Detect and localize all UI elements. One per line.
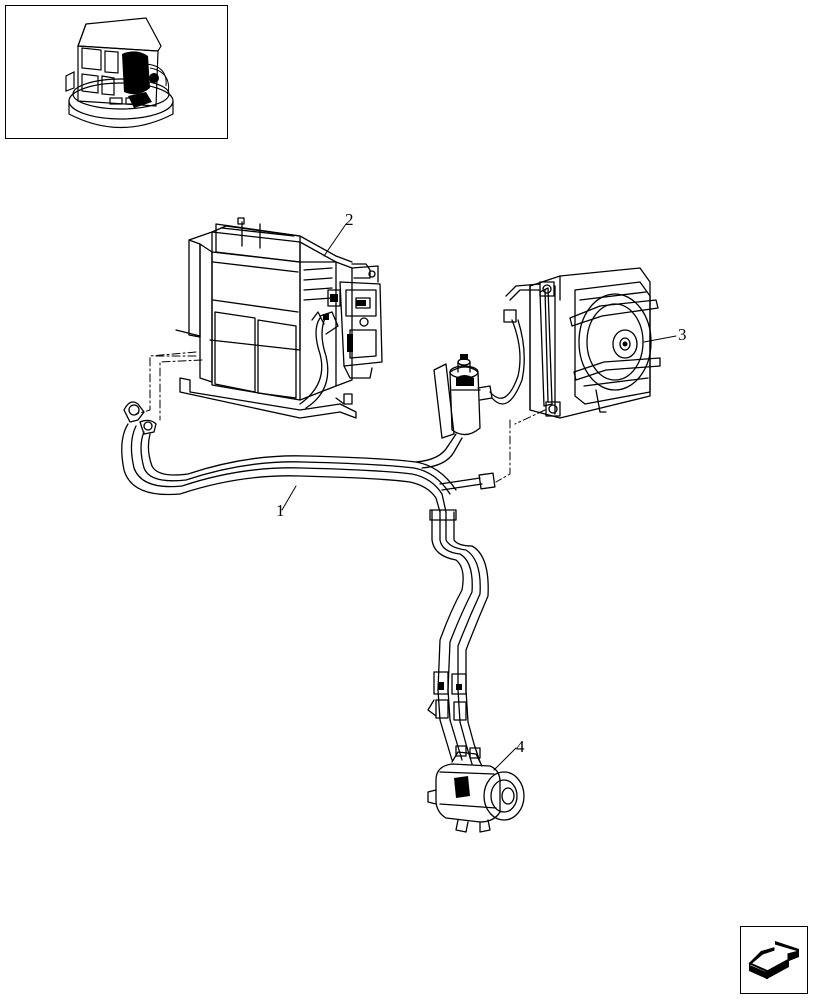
next-page-arrow-icon: [748, 941, 799, 979]
callout-2: 2: [345, 210, 354, 229]
location-thumbnail: [5, 5, 228, 139]
receiver-dryer: [433, 319, 525, 439]
callout-4: 4: [516, 737, 525, 756]
hose-assembly-part-1: [121, 401, 496, 765]
condenser-part-3: [503, 267, 661, 419]
callout-3: 3: [678, 325, 687, 344]
machine-overview-icon: [65, 17, 174, 128]
compressor-part-4: [427, 745, 525, 833]
callout-1: 1: [276, 501, 285, 520]
next-page-button[interactable]: [740, 926, 808, 994]
hvac-unit-part-2: [175, 217, 383, 419]
